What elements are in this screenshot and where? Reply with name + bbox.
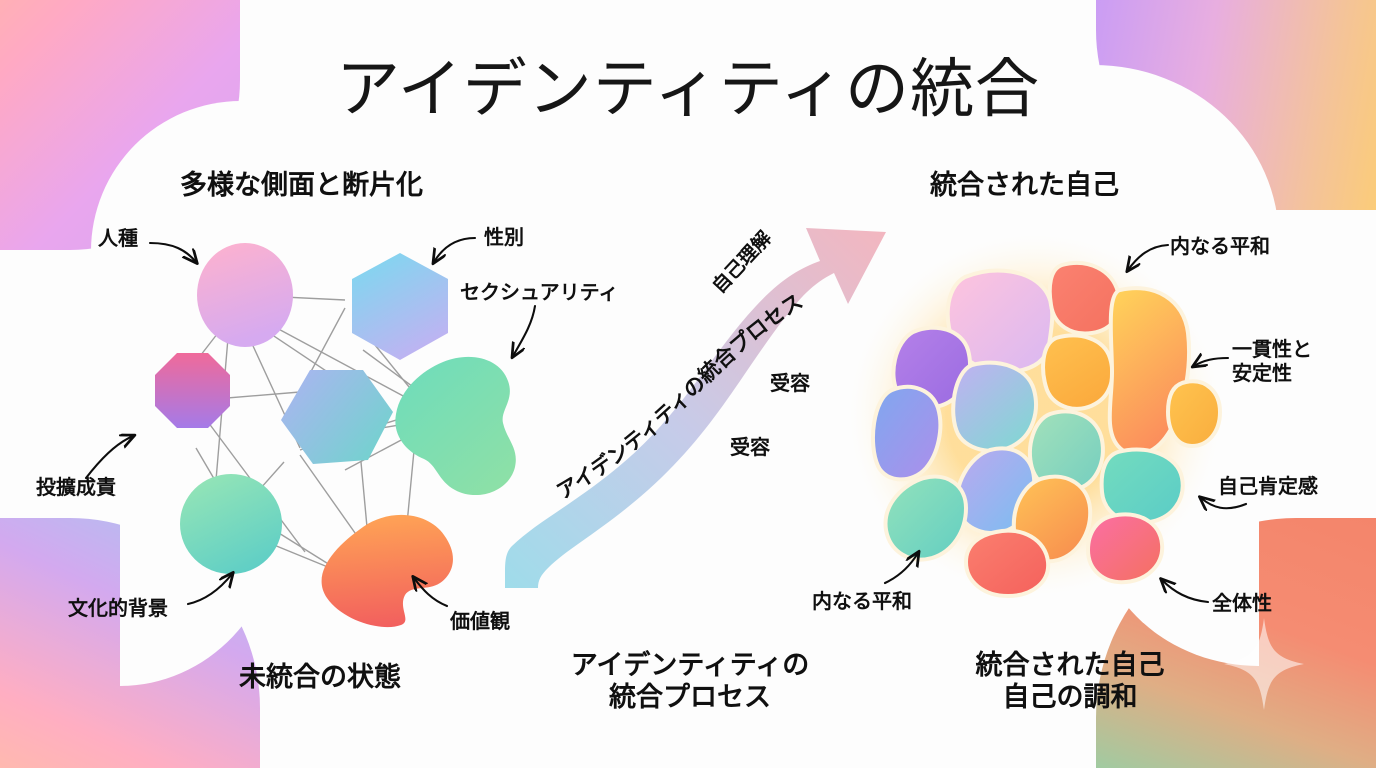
annotation-inner-peace-top: 内なる平和 xyxy=(1170,236,1270,258)
annotation-sexuality: セクシュアリティ xyxy=(460,282,619,304)
integrated-cells xyxy=(871,261,1222,598)
cell-teal-right xyxy=(1099,447,1185,526)
annotation-consistency: 一貫性と 安定性 xyxy=(1232,339,1312,385)
leader-esteem xyxy=(1201,498,1248,508)
leader-whole xyxy=(1162,580,1210,604)
leader-projection xyxy=(84,436,133,480)
node-blue-hexagon xyxy=(352,253,448,360)
cell-orange-mid xyxy=(1041,333,1115,411)
annotation-gender: 性別 xyxy=(484,227,524,249)
leader-consistency xyxy=(1194,358,1230,366)
annotation-leaders xyxy=(84,236,1248,608)
cell-blue-left xyxy=(871,384,943,482)
annotation-inner-peace-bottom: 内なる平和 xyxy=(812,591,912,613)
annotation-acceptance-2: 受容 xyxy=(730,437,770,459)
node-magenta-octagon xyxy=(155,353,230,428)
annotation-race: 人種 xyxy=(98,228,138,250)
leader-peace-top xyxy=(1128,243,1170,270)
annotation-self-esteem: 自己肯定感 xyxy=(1218,476,1318,498)
leader-sexuality xyxy=(513,304,537,356)
node-teal-hexagon xyxy=(281,370,393,464)
leader-culture xyxy=(186,574,232,606)
cell-magenta-bot xyxy=(1086,512,1165,585)
caption-integration-process: アイデンティティの 統合プロセス xyxy=(570,650,810,712)
cell-coral-top xyxy=(1047,261,1122,336)
annotation-projection: 投擴成責 xyxy=(36,477,116,499)
heading-fragmented: 多様な側面と断片化 xyxy=(180,170,423,200)
cell-gold-right xyxy=(1166,379,1222,448)
annotation-acceptance-1: 受容 xyxy=(770,373,810,395)
cell-lilac-center xyxy=(951,360,1038,453)
annotation-wholeness: 全体性 xyxy=(1212,593,1272,615)
caption-integrated-self: 統合された自己 自己の調和 xyxy=(975,650,1165,712)
leader-race xyxy=(148,241,196,262)
leader-peace-bot xyxy=(883,553,918,585)
node-pink-circle xyxy=(197,243,293,347)
node-green-circle xyxy=(180,474,282,574)
node-orange-blob xyxy=(321,514,453,628)
page-title: アイデンティティの統合 xyxy=(335,53,1041,125)
heading-integrated: 統合された自己 xyxy=(930,170,1119,200)
leader-gender xyxy=(434,236,477,262)
annotation-culture: 文化的背景 xyxy=(68,598,168,620)
fragment-nodes xyxy=(155,243,516,628)
cell-green-bot xyxy=(883,474,968,562)
annotation-values: 価値観 xyxy=(450,611,510,633)
leader-values xyxy=(414,578,449,608)
process-arrow xyxy=(505,228,886,588)
caption-unintegrated: 未統合の状態 xyxy=(239,662,401,692)
node-green-blob xyxy=(395,356,516,496)
cell-red-bot xyxy=(964,528,1051,598)
